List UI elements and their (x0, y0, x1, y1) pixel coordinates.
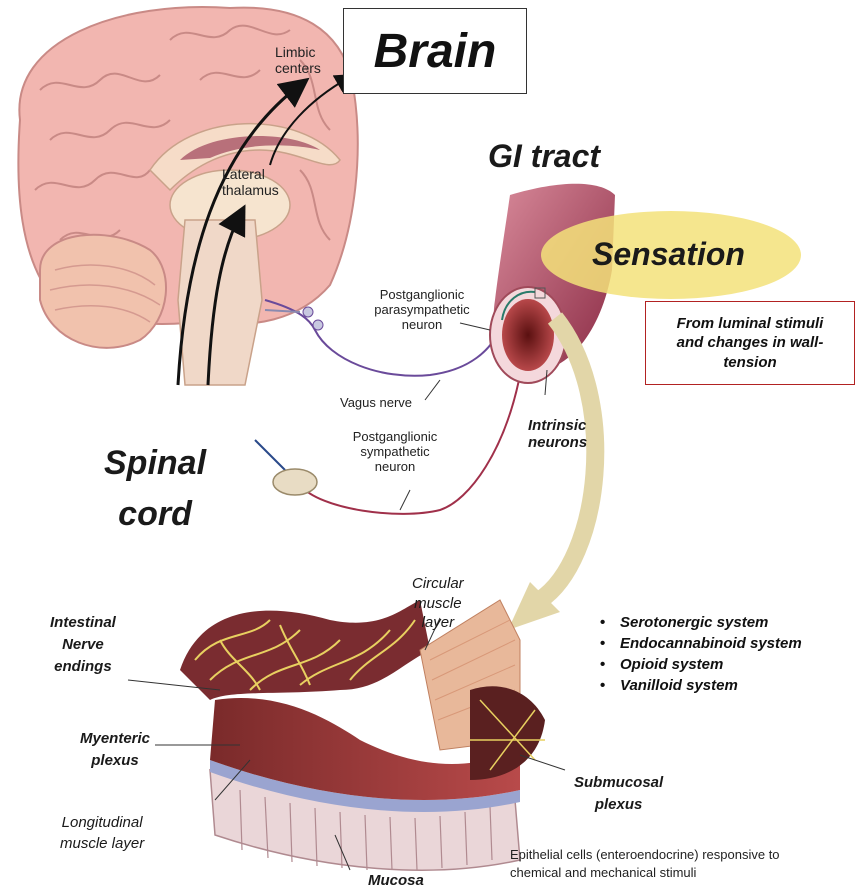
myenteric-line-1: Myenteric (80, 728, 150, 750)
list-item: •Serotonergic system (598, 614, 802, 631)
brain-title: Brain (374, 24, 497, 79)
spinal-cord-label: Spinal cord (104, 438, 206, 540)
submucosal-plexus-label: Submucosal plexus (574, 772, 663, 816)
intrinsic-line-2: neurons (528, 434, 587, 451)
list-item: •Opioid system (598, 656, 802, 673)
list-item: •Endocannabinoid system (598, 635, 802, 652)
longitudinal-muscle-label: Longitudinal muscle layer (60, 812, 144, 854)
para-line-1: Postganglionic (352, 288, 492, 303)
symp-line-3: neuron (330, 460, 460, 475)
list-item: •Vanilloid system (598, 677, 802, 694)
para-line-3: neuron (352, 318, 492, 333)
luminal-line-3: tension (677, 353, 824, 373)
system-vanilloid: Vanilloid system (620, 677, 738, 694)
vagus-nerve-label: Vagus nerve (340, 396, 412, 411)
symp-line-1: Postganglionic (330, 430, 460, 445)
limbic-line-2: centers (275, 60, 321, 76)
intrinsic-line-1: Intrinsic (528, 417, 587, 434)
circular-line-3: layer (412, 613, 464, 633)
circular-line-2: muscle (412, 594, 464, 614)
intrinsic-neurons-label: Intrinsic neurons (528, 417, 587, 452)
epithelial-line-1: Epithelial cells (enteroendocrine) respo… (510, 846, 780, 864)
luminal-line-2: and changes in wall- (677, 333, 824, 353)
intestinal-nerve-label: Intestinal Nerve endings (50, 612, 116, 677)
limbic-centers-label: Limbic centers (275, 44, 321, 76)
epithelial-cells-label: Epithelial cells (enteroendocrine) respo… (510, 846, 780, 881)
circular-line-1: Circular (412, 574, 464, 594)
brain-title-box: Brain (343, 8, 527, 94)
submucosal-line-1: Submucosal (574, 772, 663, 794)
para-line-2: parasympathetic (352, 303, 492, 318)
nerve-line-3: endings (50, 656, 116, 678)
longitudinal-line-1: Longitudinal (60, 812, 144, 833)
mucosa-label: Mucosa (368, 872, 424, 889)
thalamus-line-2: thalamus (222, 182, 279, 198)
intestinal-wall-illustration (180, 600, 545, 870)
gi-tract-label: GI tract (488, 138, 600, 175)
system-serotonergic: Serotonergic system (620, 614, 768, 631)
myenteric-line-2: plexus (80, 750, 150, 772)
sympathetic-ganglion (273, 469, 317, 495)
sympathetic-label: Postganglionic sympathetic neuron (330, 430, 460, 475)
parasympathetic-label: Postganglionic parasympathetic neuron (352, 288, 492, 333)
nerve-line-1: Intestinal (50, 612, 116, 634)
submucosal-line-2: plexus (574, 794, 663, 816)
epithelial-line-2: chemical and mechanical stimuli (510, 864, 780, 882)
system-endocannabinoid: Endocannabinoid system (620, 635, 802, 652)
receptor-systems-list: •Serotonergic system •Endocannabinoid sy… (598, 614, 802, 698)
circular-muscle-label: Circular muscle layer (412, 574, 464, 633)
sensation-label: Sensation (592, 236, 745, 273)
symp-line-2: sympathetic (330, 445, 460, 460)
luminal-line-1: From luminal stimuli (677, 314, 824, 334)
limbic-line-1: Limbic (275, 44, 321, 60)
lateral-thalamus-label: Lateral thalamus (222, 166, 279, 198)
thalamus-line-1: Lateral (222, 166, 279, 182)
system-opioid: Opioid system (620, 656, 723, 673)
myenteric-plexus-label: Myenteric plexus (80, 728, 150, 772)
spinal-line-2: cord (104, 489, 206, 540)
nerve-line-2: Nerve (50, 634, 116, 656)
luminal-stimuli-box: From luminal stimuli and changes in wall… (645, 301, 855, 385)
spinal-line-1: Spinal (104, 438, 206, 489)
longitudinal-line-2: muscle layer (60, 833, 144, 854)
